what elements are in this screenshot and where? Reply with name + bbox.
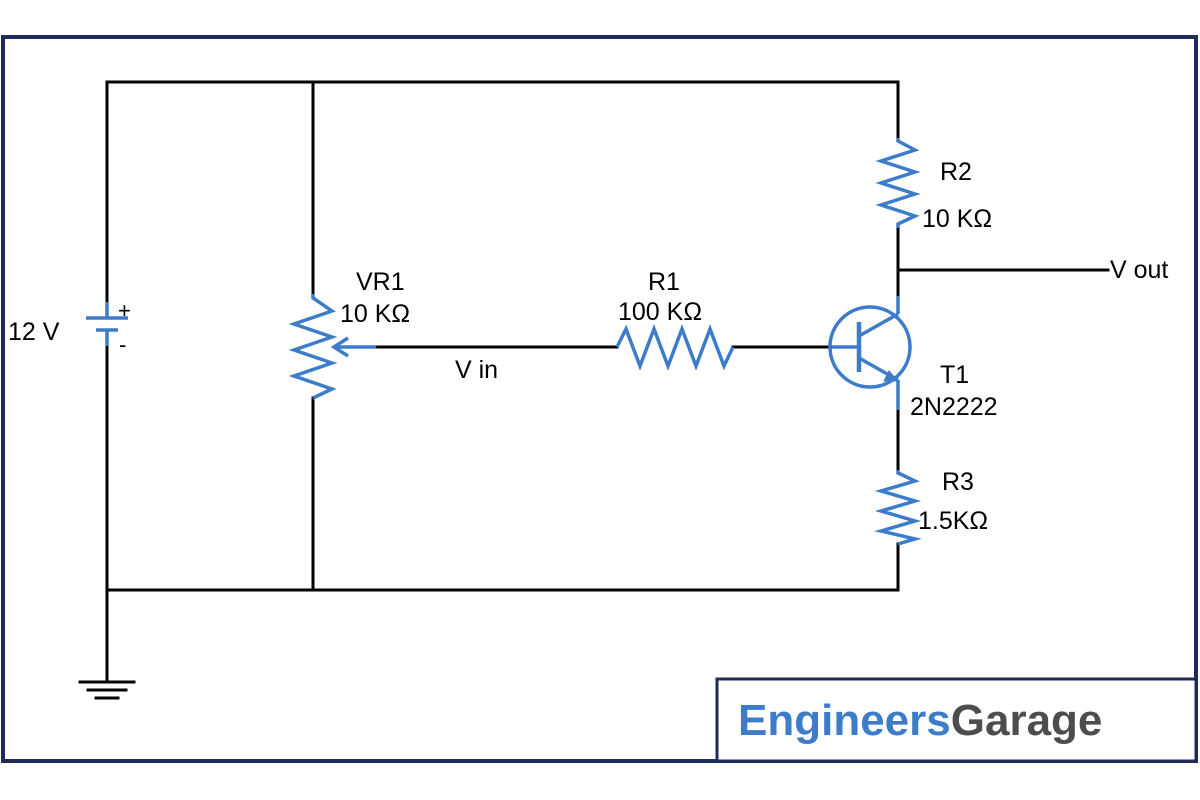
r2-zigzag [875, 138, 921, 228]
resistor-r2 [875, 138, 921, 228]
t1-body-circle [828, 305, 912, 389]
wires [105, 80, 1110, 682]
battery-voltage-label: 12 V [8, 318, 60, 346]
t1-part-label: 2N2222 [910, 393, 998, 421]
r1-value-label: 100 KΩ [618, 298, 702, 326]
battery-minus-label: - [119, 332, 126, 357]
r3-zigzag [874, 470, 922, 546]
battery-symbol [86, 302, 128, 346]
resistor-r1 [615, 324, 735, 371]
r2-value-label: 10 KΩ [922, 205, 992, 233]
vr1-resistor-zigzag [288, 294, 338, 400]
ground-icon [78, 680, 136, 700]
vin-label: V in [455, 356, 498, 384]
r3-value-label: 1.5KΩ [918, 507, 988, 535]
vr1-value-label: 10 KΩ [340, 300, 410, 328]
r1-name-label: R1 [648, 268, 680, 296]
vr1-wiper-arrow [330, 336, 349, 358]
resistor-r3 [874, 470, 922, 546]
r3-name-label: R3 [942, 468, 974, 496]
logo-part1: Engineers [738, 696, 951, 745]
r2-name-label: R2 [940, 158, 972, 186]
logo-frame [715, 677, 1198, 763]
transistor-t1 [828, 296, 912, 410]
battery-plus-label: + [118, 298, 131, 323]
t1-collector-lead [858, 312, 899, 338]
outer-frame [1, 35, 1198, 763]
potentiometer-vr1 [288, 294, 376, 400]
vr1-name-label: VR1 [356, 268, 405, 296]
vout-label: V out [1110, 256, 1168, 284]
t1-name-label: T1 [940, 361, 969, 389]
r1-zigzag [615, 324, 735, 371]
t1-emitter-arrow [883, 370, 900, 382]
logo-wordmark: EngineersGarage [738, 696, 1102, 745]
logo-part2: Garage [951, 696, 1103, 745]
engineersgarage-logo: EngineersGarage [715, 677, 1198, 763]
